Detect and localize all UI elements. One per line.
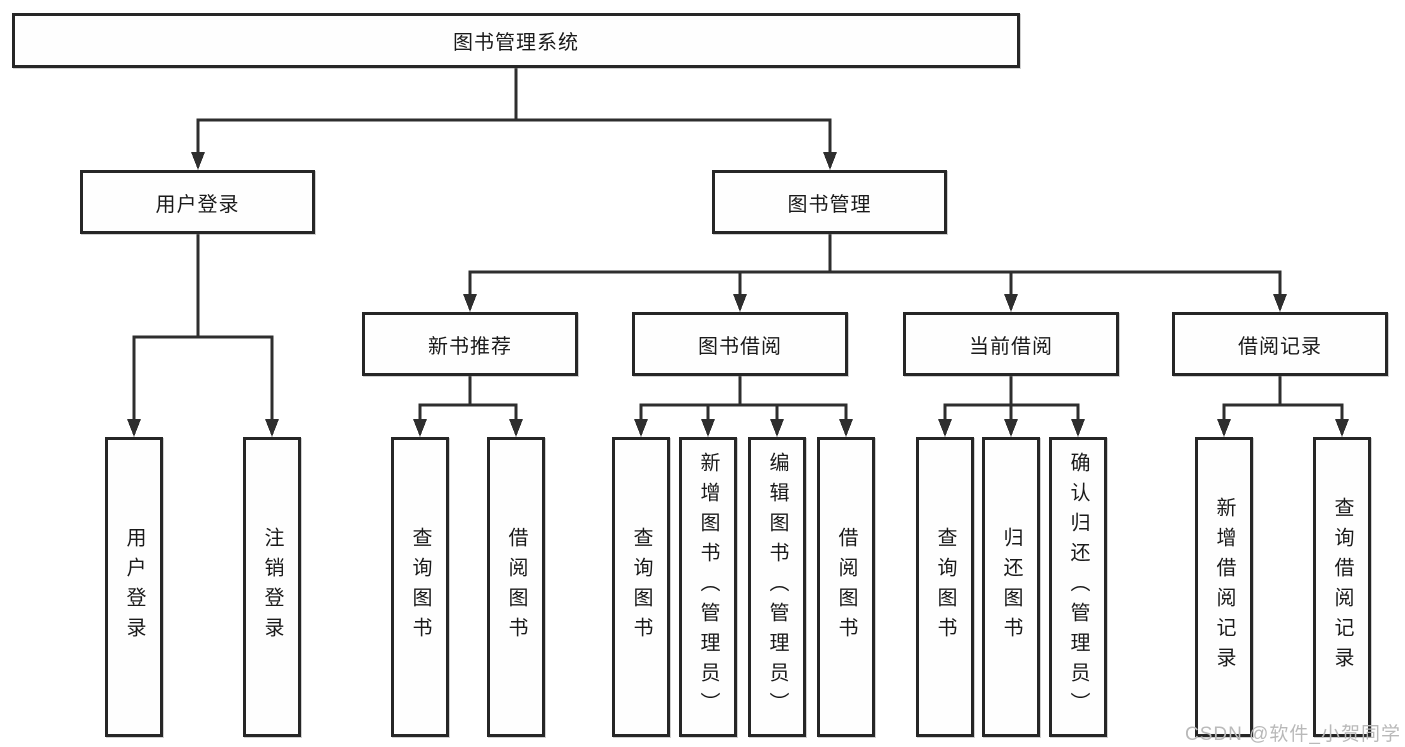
connector-current-borrowing-children — [938, 376, 1085, 437]
leaf-borrow-books-1: 借阅图书 — [487, 437, 545, 737]
leaf-confirm-return-admin-label: 确认归还（管理员） — [1067, 452, 1089, 722]
leaf-logout: 注销登录 — [243, 437, 301, 737]
leaf-query-borrow-record-label: 查询借阅记录 — [1331, 497, 1353, 677]
watermark: CSDN @软件_小贺同学 — [1185, 724, 1401, 745]
node-current-borrowing-label: 当前借阅 — [969, 335, 1053, 358]
leaf-borrow-books-1-label: 借阅图书 — [505, 527, 527, 647]
connector-book-management-children — [463, 234, 1287, 312]
leaf-confirm-return-admin: 确认归还（管理员） — [1049, 437, 1107, 737]
leaf-add-books-admin: 新增图书（管理员） — [679, 437, 737, 737]
connector-user-login-children — [127, 234, 279, 437]
node-borrowing-records-label: 借阅记录 — [1238, 335, 1322, 358]
leaf-query-borrow-record: 查询借阅记录 — [1313, 437, 1371, 737]
leaf-borrow-books-2: 借阅图书 — [817, 437, 875, 737]
connector-book-borrowing-children — [634, 376, 853, 437]
node-user-login-label: 用户登录 — [155, 193, 240, 216]
leaf-borrow-books-2-label: 借阅图书 — [835, 527, 857, 647]
connector-root-to-level2 — [191, 68, 837, 170]
leaf-query-books-1: 查询图书 — [391, 437, 449, 737]
leaf-add-borrow-record-label: 新增借阅记录 — [1213, 497, 1235, 677]
connector-borrowing-records-children — [1217, 376, 1349, 437]
leaf-add-borrow-record: 新增借阅记录 — [1195, 437, 1253, 737]
node-user-login: 用户登录 — [80, 170, 315, 234]
leaf-query-books-2: 查询图书 — [612, 437, 670, 737]
leaf-logout-label: 注销登录 — [261, 527, 283, 647]
leaf-return-books-label: 归还图书 — [1000, 527, 1022, 647]
leaf-query-books-1-label: 查询图书 — [409, 527, 431, 647]
node-current-borrowing: 当前借阅 — [903, 312, 1119, 376]
leaf-query-books-2-label: 查询图书 — [630, 527, 652, 647]
node-borrowing-records: 借阅记录 — [1172, 312, 1388, 376]
leaf-user-login-label: 用户登录 — [123, 527, 145, 647]
node-new-book-recommend: 新书推荐 — [362, 312, 578, 376]
node-book-management: 图书管理 — [712, 170, 947, 234]
leaf-return-books: 归还图书 — [982, 437, 1040, 737]
leaf-edit-books-admin: 编辑图书（管理员） — [748, 437, 806, 737]
node-library-system: 图书管理系统 — [12, 13, 1020, 68]
node-library-system-label: 图书管理系统 — [453, 32, 579, 54]
leaf-edit-books-admin-label: 编辑图书（管理员） — [766, 452, 788, 722]
leaf-query-books-3-label: 查询图书 — [934, 527, 956, 647]
leaf-user-login: 用户登录 — [105, 437, 163, 737]
leaf-query-books-3: 查询图书 — [916, 437, 974, 737]
leaf-add-books-admin-label: 新增图书（管理员） — [697, 452, 719, 722]
node-new-book-recommend-label: 新书推荐 — [428, 335, 512, 358]
node-book-borrowing-label: 图书借阅 — [698, 335, 782, 358]
connector-new-book-recommend-children — [413, 376, 523, 437]
node-book-management-label: 图书管理 — [787, 193, 872, 216]
node-book-borrowing: 图书借阅 — [632, 312, 848, 376]
